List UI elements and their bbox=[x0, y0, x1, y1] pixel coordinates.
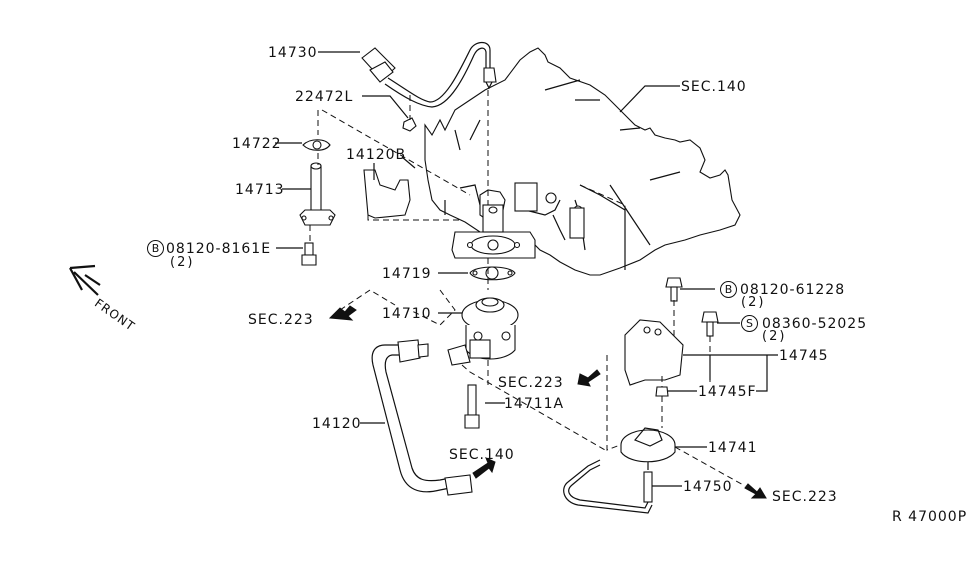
part-label-14745F[interactable]: 14745F bbox=[698, 384, 757, 400]
egr-temp-sensor bbox=[361, 41, 497, 108]
screw-type-symbol: S bbox=[741, 315, 758, 332]
fastener-label-08120-61228[interactable]: 08120-61228 bbox=[740, 282, 846, 298]
bracket-14745 bbox=[624, 319, 684, 386]
part-label-14120[interactable]: 14120 bbox=[312, 416, 362, 432]
egr-adapter bbox=[451, 204, 536, 259]
part-label-14120B[interactable]: 14120B bbox=[346, 147, 407, 163]
part-label-14710[interactable]: 14710 bbox=[382, 306, 432, 322]
part-label-14750[interactable]: 14750 bbox=[683, 479, 733, 495]
arrow-sec223-center bbox=[577, 369, 601, 387]
part-label-14730[interactable]: 14730 bbox=[268, 45, 318, 61]
section-ref-sec223-center[interactable]: SEC.223 bbox=[498, 375, 564, 391]
section-ref-sec140-manifold[interactable]: SEC.140 bbox=[681, 79, 747, 95]
bolt-type-symbol: B bbox=[147, 240, 164, 257]
bolt-14711A bbox=[464, 384, 480, 429]
section-ref-sec223-right[interactable]: SEC.223 bbox=[772, 489, 838, 505]
section-arrows bbox=[328, 305, 767, 499]
section-ref-sec223-left[interactable]: SEC.223 bbox=[248, 312, 314, 328]
nut-14745F bbox=[655, 386, 669, 397]
bolt-08360-52025 bbox=[701, 311, 719, 337]
part-label-14719[interactable]: 14719 bbox=[382, 266, 432, 282]
leader-lines bbox=[275, 51, 778, 487]
gasket-14722 bbox=[302, 139, 331, 151]
part-label-14722[interactable]: 14722 bbox=[232, 136, 282, 152]
fastener-label-08120-8161E[interactable]: 08120-8161E bbox=[166, 241, 272, 257]
reference-code: R 47000P bbox=[892, 509, 968, 525]
egr-valve-14710 bbox=[447, 297, 519, 366]
arrow-sec140-bottom bbox=[472, 457, 496, 479]
bolt-08120-61228 bbox=[665, 277, 683, 302]
front-arrow-icon bbox=[69, 264, 101, 296]
bracket-14120B bbox=[363, 169, 411, 219]
fastener-qty: (2) bbox=[762, 329, 787, 344]
part-label-22472L[interactable]: 22472L bbox=[295, 89, 354, 105]
part-label-14711A[interactable]: 14711A bbox=[504, 396, 565, 412]
assembly-lines bbox=[309, 90, 711, 451]
section-ref-sec140-bottom[interactable]: SEC.140 bbox=[449, 447, 515, 463]
vacuum-hose-14750 bbox=[563, 459, 653, 514]
arrow-sec223-left bbox=[328, 305, 357, 321]
part-label-14741[interactable]: 14741 bbox=[708, 440, 758, 456]
fastener-label-08360-52025[interactable]: 08360-52025 bbox=[762, 316, 868, 332]
clip-22472L bbox=[402, 117, 417, 132]
egr-tube-14713 bbox=[299, 162, 336, 226]
part-label-14745[interactable]: 14745 bbox=[779, 348, 829, 364]
fastener-qty: (2) bbox=[741, 295, 766, 310]
egr-hose-14120 bbox=[371, 339, 473, 496]
part-label-14713[interactable]: 14713 bbox=[235, 182, 285, 198]
bolt-08120-8161E bbox=[301, 242, 317, 266]
arrow-sec223-right bbox=[744, 483, 767, 499]
fastener-qty: (2) bbox=[170, 255, 195, 270]
bolt-type-symbol: B bbox=[720, 281, 737, 298]
gasket-14719 bbox=[469, 266, 516, 281]
egr-solenoid-14741 bbox=[620, 427, 676, 470]
